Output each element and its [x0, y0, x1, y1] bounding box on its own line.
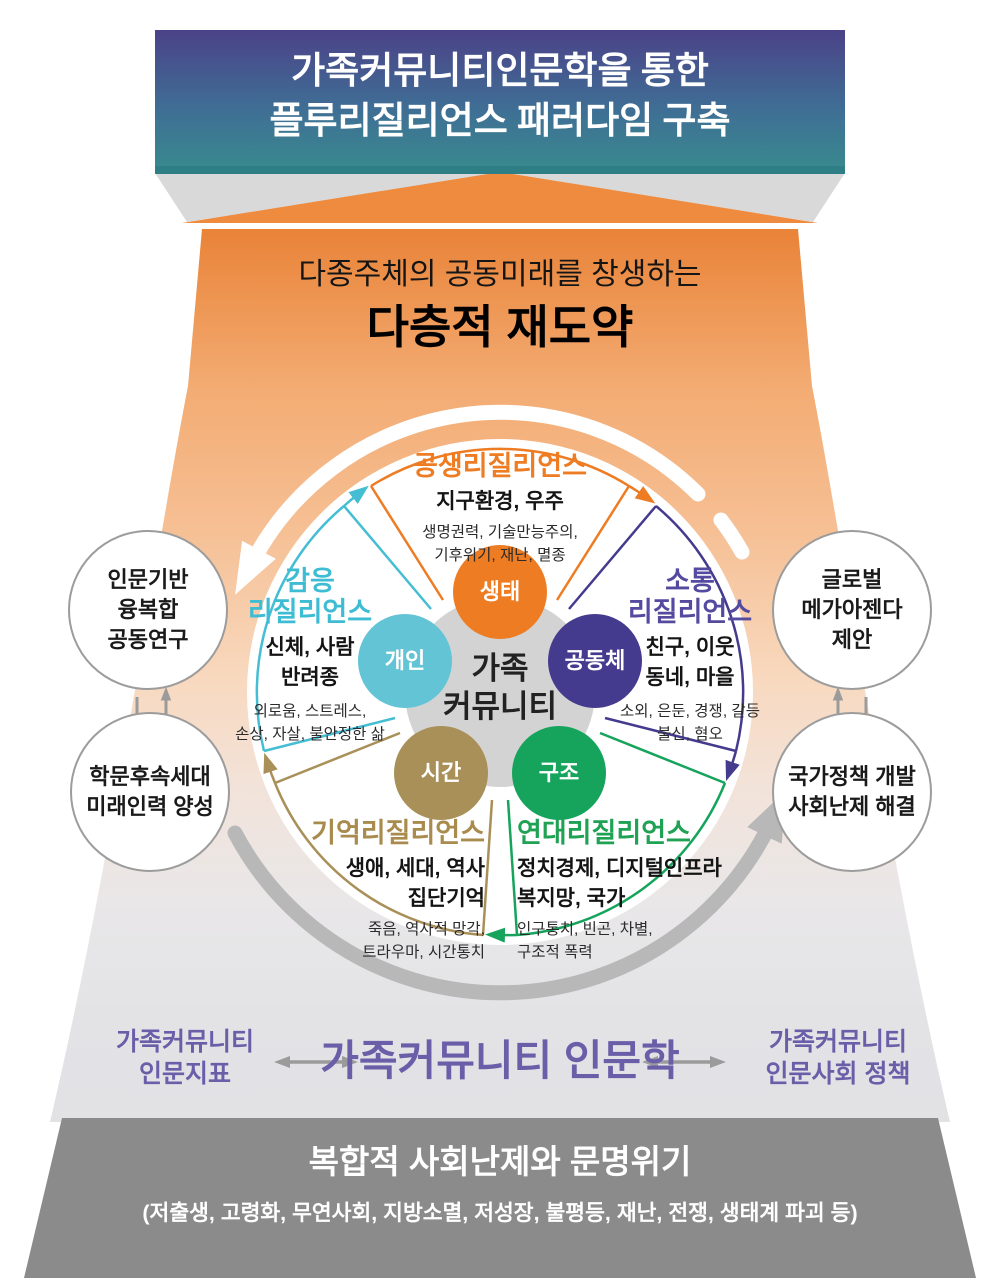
outcome-agenda-line3: 제안	[831, 627, 873, 652]
bridge-left-line2: 인문지표	[138, 1060, 231, 1088]
outcome-research-line1: 인문기반	[107, 567, 189, 592]
segment-communication-kw1: 친구, 이웃	[645, 636, 735, 659]
hub-label: 가족 커뮤니티	[410, 650, 590, 726]
wedge-memory	[263, 731, 494, 937]
segment-symbiosis-title: 공생리질리언스	[413, 451, 587, 481]
segment-solidarity-issue1: 인구통치, 빈곤, 차별,	[517, 921, 653, 938]
node-individual-circle	[358, 614, 452, 708]
subheader-line2: 다층적 재도약	[366, 301, 634, 353]
footer-title: 복합적 사회난제와 문명위기	[308, 1143, 692, 1180]
white-cycle-arrow	[235, 404, 706, 595]
segment-communication-kw2: 동네, 마을	[645, 666, 735, 689]
bridge-right-line1: 가족커뮤니티	[768, 1028, 907, 1056]
outcome-research-circle: 인문기반 융복합 공동연구	[68, 530, 228, 690]
banner-bottom-strip	[155, 166, 845, 174]
ribbon-peak	[182, 172, 818, 223]
segment-resonance-kw1: 신체, 사람	[265, 636, 355, 659]
segment-solidarity-issue2: 구조적 폭력	[517, 943, 593, 961]
outcome-policy-line1: 국가정책 개발	[788, 764, 916, 789]
footer-background	[24, 1118, 976, 1278]
outcome-talent-line1: 학문후속세대	[89, 764, 211, 789]
segment-communication-title1: 소통	[665, 566, 715, 596]
banner-title-line2: 플루리질리언스 패러다임 구축	[269, 101, 731, 142]
segment-resonance-title2: 리질리언스	[247, 597, 373, 627]
outcome-research-line2: 융복합	[117, 597, 179, 622]
segment-solidarity-kw2: 복지망, 국가	[517, 887, 626, 910]
segment-solidarity-kw1: 정치경제, 디지털인프라	[517, 857, 722, 880]
node-structure-label: 구조	[538, 760, 580, 785]
footer-subtitle: (저출생, 고령화, 무연사회, 지방소멸, 저성장, 불평등, 재난, 전쟁,…	[142, 1201, 858, 1225]
segment-symbiosis-keywords: 지구환경, 우주	[436, 490, 564, 513]
segment-memory-issue1: 죽음, 역사적 망각,	[367, 921, 485, 938]
node-community-label: 공동체	[564, 648, 626, 673]
ribbon-fold-right	[500, 173, 845, 222]
segment-resonance-kw2: 반려종	[281, 666, 339, 689]
ribbon-fold-left	[155, 173, 500, 222]
segment-resonance-issue2: 손상, 자살, 불안정한 삶	[235, 725, 385, 743]
segment-communication-issue1: 소외, 은둔, 경쟁, 갈등	[620, 703, 760, 720]
gray-cycle-arrow	[227, 789, 787, 1001]
banner-background	[155, 30, 845, 173]
segment-solidarity: 연대리질리언스 정치경제, 디지털인프라 복지망, 국가 인구통치, 빈곤, 차…	[517, 818, 777, 964]
hub-label-line1: 가족	[471, 651, 529, 686]
outcome-policy-circle: 국가정책 개발 사회난제 해결	[772, 712, 932, 872]
wedge-symbiosis	[369, 447, 656, 601]
segment-communication-issue2: 불신, 혐오	[657, 725, 723, 743]
wedge-resonance	[255, 485, 432, 753]
node-community-circle	[548, 614, 642, 708]
subheader-background	[188, 229, 812, 386]
node-ecology-label: 생태	[479, 579, 521, 604]
segment-memory-title: 기억리질리언스	[311, 818, 485, 848]
wedge-outlines	[255, 447, 745, 943]
segment-symbiosis-issue2: 기후위기, 재난, 멸종	[434, 546, 566, 564]
bridge-right-line2: 인문사회 정책	[765, 1060, 911, 1088]
wedge-solidarity	[485, 731, 727, 943]
hub-label-line2: 커뮤니티	[442, 689, 558, 724]
outcome-talent-line2: 미래인력 양성	[86, 794, 214, 819]
outcome-policy-line2: 사회난제 해결	[788, 794, 916, 819]
segment-solidarity-title: 연대리질리언스	[517, 818, 691, 848]
white-cycle-arrow-dash	[713, 512, 750, 560]
subheader-line1: 다종주체의 공동미래를 창생하는	[298, 258, 702, 291]
segment-resonance-title1: 감응	[285, 566, 335, 596]
bridge-left-label: 가족커뮤니티 인문지표	[75, 1026, 295, 1090]
segment-symbiosis: 공생리질리언스 지구환경, 우주 생명권력, 기술만능주의, 기후위기, 재난,…	[330, 451, 670, 567]
outcome-agenda-line1: 글로벌	[821, 567, 883, 592]
banner-title-line1: 가족커뮤니티인문학을 통한	[291, 51, 709, 92]
outcome-talent-circle: 학문후속세대 미래인력 양성	[70, 712, 230, 872]
segment-communication: 소통 리질리언스 친구, 이웃 동네, 마을 소외, 은둔, 경쟁, 갈등 불신…	[575, 566, 805, 746]
segment-memory-kw1: 생애, 세대, 역사	[345, 857, 485, 880]
bridge-left-line1: 가족커뮤니티	[115, 1028, 254, 1056]
wedge-communication	[568, 505, 745, 782]
node-ecology-circle	[453, 545, 547, 639]
bridge-center-label: 가족커뮤니티 인문학	[320, 1037, 680, 1084]
segment-memory-issue2: 트라우마, 시간통치	[362, 943, 485, 961]
segment-resonance: 감응 리질리언스 신체, 사람 반려종 외로움, 스트레스, 손상, 자살, 불…	[195, 566, 425, 746]
bridge-right-label: 가족커뮤니티 인문사회 정책	[728, 1026, 948, 1090]
node-time-label: 시간	[420, 760, 462, 785]
outcome-research-line3: 공동연구	[107, 627, 189, 652]
segment-memory-kw2: 집단기억	[407, 887, 485, 910]
outcome-agenda-line2: 메가아젠다	[801, 597, 903, 622]
node-time-circle	[394, 726, 488, 820]
segment-resonance-issue1: 외로움, 스트레스,	[253, 703, 367, 720]
outcome-agenda-circle: 글로벌 메가아젠다 제안	[772, 530, 932, 690]
segment-memory: 기억리질리언스 생애, 세대, 역사 집단기억 죽음, 역사적 망각, 트라우마…	[280, 818, 485, 964]
node-individual-label: 개인	[384, 648, 426, 673]
node-structure-circle	[512, 726, 606, 820]
segment-communication-title2: 리질리언스	[627, 597, 753, 627]
segment-symbiosis-issue1: 생명권력, 기술만능주의,	[422, 524, 578, 541]
